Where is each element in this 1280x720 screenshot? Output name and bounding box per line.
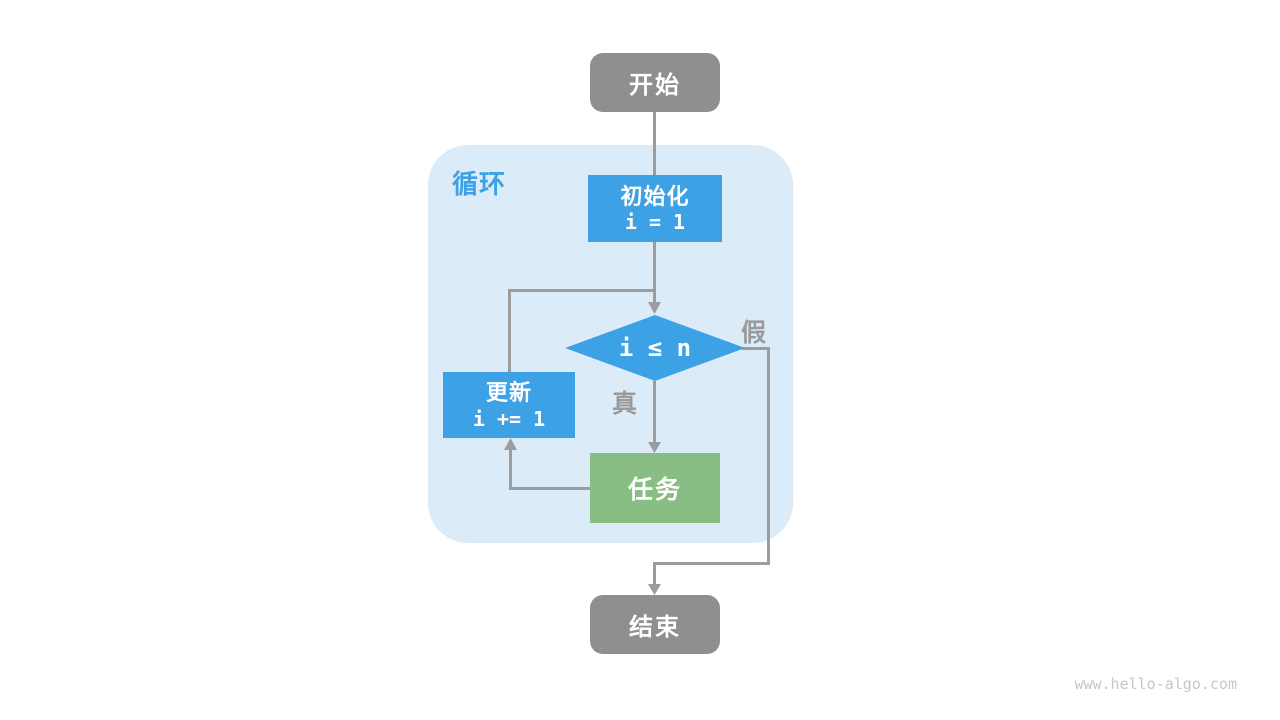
update-box-code: i += 1 (472, 406, 546, 431)
end-node: 结束 (590, 595, 720, 654)
arrowhead-into-end (648, 584, 661, 595)
update-box-title: 更新 (485, 380, 532, 406)
end-node-label: 结束 (629, 614, 681, 641)
task-box: 任务 (590, 453, 720, 523)
true-branch-label: 真 (612, 390, 638, 418)
start-node-label: 开始 (629, 72, 681, 99)
condition-expression: i ≤ n (618, 334, 692, 362)
condition-label: i ≤ n (565, 315, 745, 381)
init-box: 初始化 i = 1 (588, 175, 722, 242)
start-node: 开始 (590, 53, 720, 112)
loop-label: 循环 (452, 169, 507, 199)
update-box: 更新 i += 1 (443, 372, 575, 438)
task-box-label: 任务 (627, 476, 682, 504)
false-branch-label: 假 (741, 319, 767, 347)
init-box-code: i = 1 (624, 210, 686, 235)
watermark: www.hello-algo.com (1074, 675, 1237, 693)
init-box-title: 初始化 (620, 183, 690, 209)
